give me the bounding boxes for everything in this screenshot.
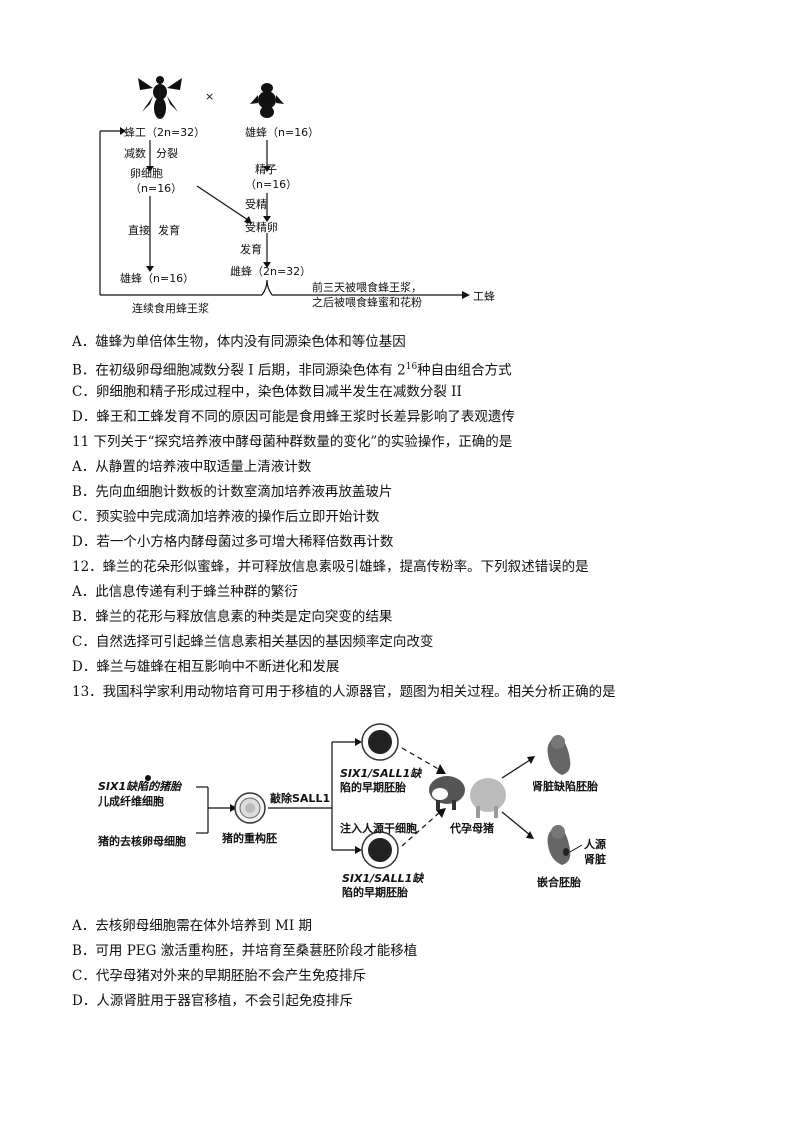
- worker-label: 蜂工（2n=32）: [124, 126, 206, 139]
- oocyte-label: 猪的去核卵母细胞: [98, 835, 186, 848]
- chimera-embryo-icon: [547, 825, 583, 865]
- queen-bee-icon: [138, 76, 182, 119]
- fert-egg-label: 受精卵: [245, 221, 278, 234]
- meiosis-label: 减数: [124, 147, 146, 160]
- drone-output-label: 雄蜂（n=16）: [120, 272, 195, 285]
- sperm-n-label: （n=16）: [245, 178, 298, 191]
- inject-stem-cell-label: 注入人源干细胞: [340, 822, 417, 835]
- surrogate-pig-icon: [429, 776, 506, 818]
- human-kidney-label-2: 肾脏: [584, 853, 606, 866]
- q13-option-b: B．可用 PEG 激活重构胚，并培育至桑葚胚阶段才能移植: [72, 943, 418, 959]
- chimera-embryo-label: 嵌合胚胎: [537, 876, 581, 889]
- egg-label: 卵细胞: [130, 167, 163, 180]
- q10-option-c: C．卵细胞和精子形成过程中，染色体数目减半发生在减数分裂 II: [72, 384, 462, 400]
- q12-option-b: B．蜂兰的花形与释放信息素的种类是定向突变的结果: [72, 609, 393, 625]
- q10-option-b-exponent: 16: [405, 362, 418, 372]
- feeding-label-1: 前三天被喂食蜂王浆，: [312, 281, 422, 294]
- q10-option-d: D．蜂王和工蜂发育不同的原因可能是食用蜂王浆时长差异影响了表观遗传: [72, 409, 515, 425]
- q13-option-d: D．人源肾脏用于器官移植，不会引起免疫排斥: [72, 993, 353, 1009]
- drone-bee-icon: [250, 83, 284, 118]
- early-embryo-top-icon: [361, 723, 399, 761]
- drone-label: 雄蜂（n=16）: [245, 126, 320, 139]
- feeding-label-2: 之后被喂食蜂蜜和花粉: [312, 296, 422, 309]
- q11-option-a: A．从静置的培养液中取适量上清液计数: [72, 459, 312, 475]
- q11-option-c: C．预实验中完成滴加培养液的操作后立即开始计数: [72, 509, 380, 525]
- early-embryo-bottom-label-2: 陷的早期胚胎: [342, 886, 408, 899]
- q12-option-d: D．蜂兰与雄蜂在相互影响中不断进化和发展: [72, 659, 340, 675]
- q13-option-a: A．去核卵母细胞需在体外培养到 MI 期: [72, 918, 312, 934]
- q11-stem: 11 下列关于“探究培养液中酵母菌种群数量的变化”的实验操作，正确的是: [72, 434, 513, 450]
- q13-option-c: C．代孕母猪对外来的早期胚胎不会产生免疫排斥: [72, 968, 366, 984]
- early-embryo-bottom-label-1: SIX1/SALL1缺: [342, 872, 424, 885]
- fibroblast-label-1: SIX1缺陷的猪胎: [98, 780, 182, 793]
- sperm-label: 精子: [255, 163, 277, 176]
- royal-jelly-label: 连续食用蜂王浆: [132, 302, 209, 315]
- egg-n-label: （n=16）: [130, 182, 183, 195]
- q11-option-d: D．若一个小方格内酵母菌过多可增大稀释倍数再计数: [72, 534, 394, 550]
- reconstructed-embryo-icon: [234, 792, 266, 824]
- worker-output-label: 工蜂: [473, 290, 495, 303]
- knockout-label: 敲除SALL1: [270, 792, 331, 805]
- q10-option-b: B．在初级卵母细胞减数分裂 I 后期，非同源染色体有 216种自由组合方式: [72, 358, 512, 380]
- recon-embryo-label: 猪的重构胚: [222, 832, 277, 845]
- early-embryo-top-label-1: SIX1/SALL1缺: [340, 767, 422, 780]
- early-embryo-bottom-icon: [361, 831, 399, 869]
- division-label: 分裂: [156, 147, 178, 160]
- bee-figure-lines: [99, 76, 470, 299]
- q12-option-a: A．此信息传递有利于蜂兰种群的繁衍: [72, 584, 298, 600]
- q12-stem: 12．蜂兰的花朵形似蜜蜂，并可释放信息素吸引雄蜂，提高传粉率。下列叙述错误的是: [72, 559, 589, 575]
- q12-option-c: C．自然选择可引起蜂兰信息素相关基因的基因频率定向改变: [72, 634, 434, 650]
- fibroblast-dot: [145, 775, 151, 781]
- direct-label: 直接: [128, 224, 150, 237]
- q11-option-b: B．先向血细胞计数板的计数室滴加培养液再放盖玻片: [72, 484, 393, 500]
- q10-option-b-text: B．在初级卵母细胞减数分裂 I 后期，非同源染色体有 2: [72, 362, 406, 379]
- kidney-defect-embryo-icon: [547, 735, 571, 775]
- early-embryo-top-label-2: 陷的早期胚胎: [340, 781, 406, 794]
- develop-label-left: 发育: [158, 224, 180, 237]
- develop-label-right: 发育: [240, 243, 262, 256]
- human-kidney-label-1: 人源: [584, 838, 606, 851]
- kidney-defect-label: 肾脏缺陷胚胎: [532, 780, 598, 793]
- fert-label: 受精: [245, 198, 267, 211]
- fibroblast-label-2: 儿成纤维细胞: [98, 795, 164, 808]
- q10-option-b-tail: 种自由组合方式: [417, 362, 512, 379]
- cross-symbol: ×: [205, 90, 215, 103]
- female-label: 雌蜂（2n=32）: [230, 265, 312, 278]
- q10-option-a: A．雄蜂为单倍体生物，体内没有同源染色体和等位基因: [72, 334, 406, 350]
- surrogate-sow-label: 代孕母猪: [450, 822, 494, 835]
- q13-stem: 13．我国科学家利用动物培育可用于移植的人源器官，题图为相关过程。相关分析正确的…: [72, 684, 616, 700]
